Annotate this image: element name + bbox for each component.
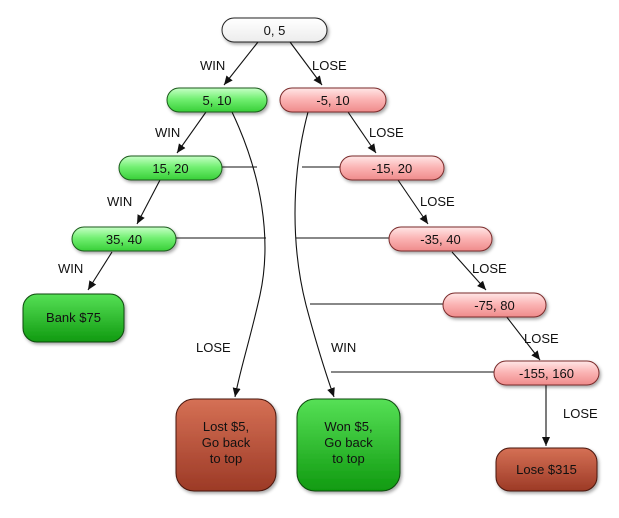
label-l1-lose: LOSE [369, 125, 404, 140]
label-l4-lose: LOSE [524, 331, 559, 346]
label-w3-win: WIN [58, 261, 83, 276]
outcome-lose-total: Lose $315 [495, 447, 598, 492]
outcome-won-line2: Go back [324, 435, 373, 450]
edge-l2-lose [397, 179, 429, 225]
edge-w1-win [176, 111, 207, 154]
edge-w3-win [87, 251, 113, 291]
outcome-won: Won $5, Go back to top [296, 398, 401, 492]
node-w1: 5, 10 [166, 87, 268, 113]
node-w2-label: 15, 20 [152, 161, 188, 176]
label-l3-lose: LOSE [472, 261, 507, 276]
edge-l3-lose [451, 251, 487, 291]
outcome-bank: Bank $75 [22, 293, 125, 343]
node-l4-label: -75, 80 [474, 298, 514, 313]
node-l1: -5, 10 [279, 87, 387, 113]
label-root-win: WIN [200, 58, 225, 73]
edge-lost-curve [231, 111, 266, 398]
node-l3: -35, 40 [388, 226, 493, 252]
label-root-lose: LOSE [312, 58, 347, 73]
outcome-lost-line3: to top [210, 451, 243, 466]
label-w1-win: WIN [155, 125, 180, 140]
node-l5: -155, 160 [493, 360, 600, 386]
node-root: 0, 5 [221, 17, 328, 43]
label-l2-lose: LOSE [420, 194, 455, 209]
edge-l4-lose [505, 315, 541, 361]
outcome-won-line1: Won $5, [324, 419, 372, 434]
label-w2-win: WIN [107, 194, 132, 209]
outcome-lost-line2: Go back [202, 435, 251, 450]
label-lost-lose: LOSE [196, 340, 231, 355]
node-root-label: 0, 5 [264, 23, 286, 38]
node-l4: -75, 80 [442, 292, 547, 318]
edge-labels: WIN LOSE WIN LOSE WIN LOSE WIN LOSE LOSE… [58, 58, 598, 421]
edge-l1-lose [347, 111, 377, 154]
node-w3-label: 35, 40 [106, 232, 142, 247]
node-w3: 35, 40 [71, 226, 177, 252]
edge-root-win [223, 41, 259, 86]
node-l2: -15, 20 [339, 155, 445, 181]
outcome-bank-label: Bank $75 [46, 310, 101, 325]
node-l3-label: -35, 40 [420, 232, 460, 247]
node-l2-label: -15, 20 [372, 161, 412, 176]
node-w2: 15, 20 [118, 155, 223, 181]
outcome-lose-total-label: Lose $315 [516, 462, 577, 477]
node-l1-label: -5, 10 [316, 93, 349, 108]
node-l5-label: -155, 160 [519, 366, 574, 381]
node-w1-label: 5, 10 [203, 93, 232, 108]
edges [87, 41, 550, 446]
label-l5-lose: LOSE [563, 406, 598, 421]
label-won-win: WIN [331, 340, 356, 355]
outcome-lost-line1: Lost $5, [203, 419, 249, 434]
edge-w2-win [136, 179, 161, 225]
edge-root-lose [289, 41, 323, 86]
outcome-won-line3: to top [332, 451, 365, 466]
outcome-lost: Lost $5, Go back to top [175, 398, 277, 492]
edge-won-curve [294, 111, 335, 398]
